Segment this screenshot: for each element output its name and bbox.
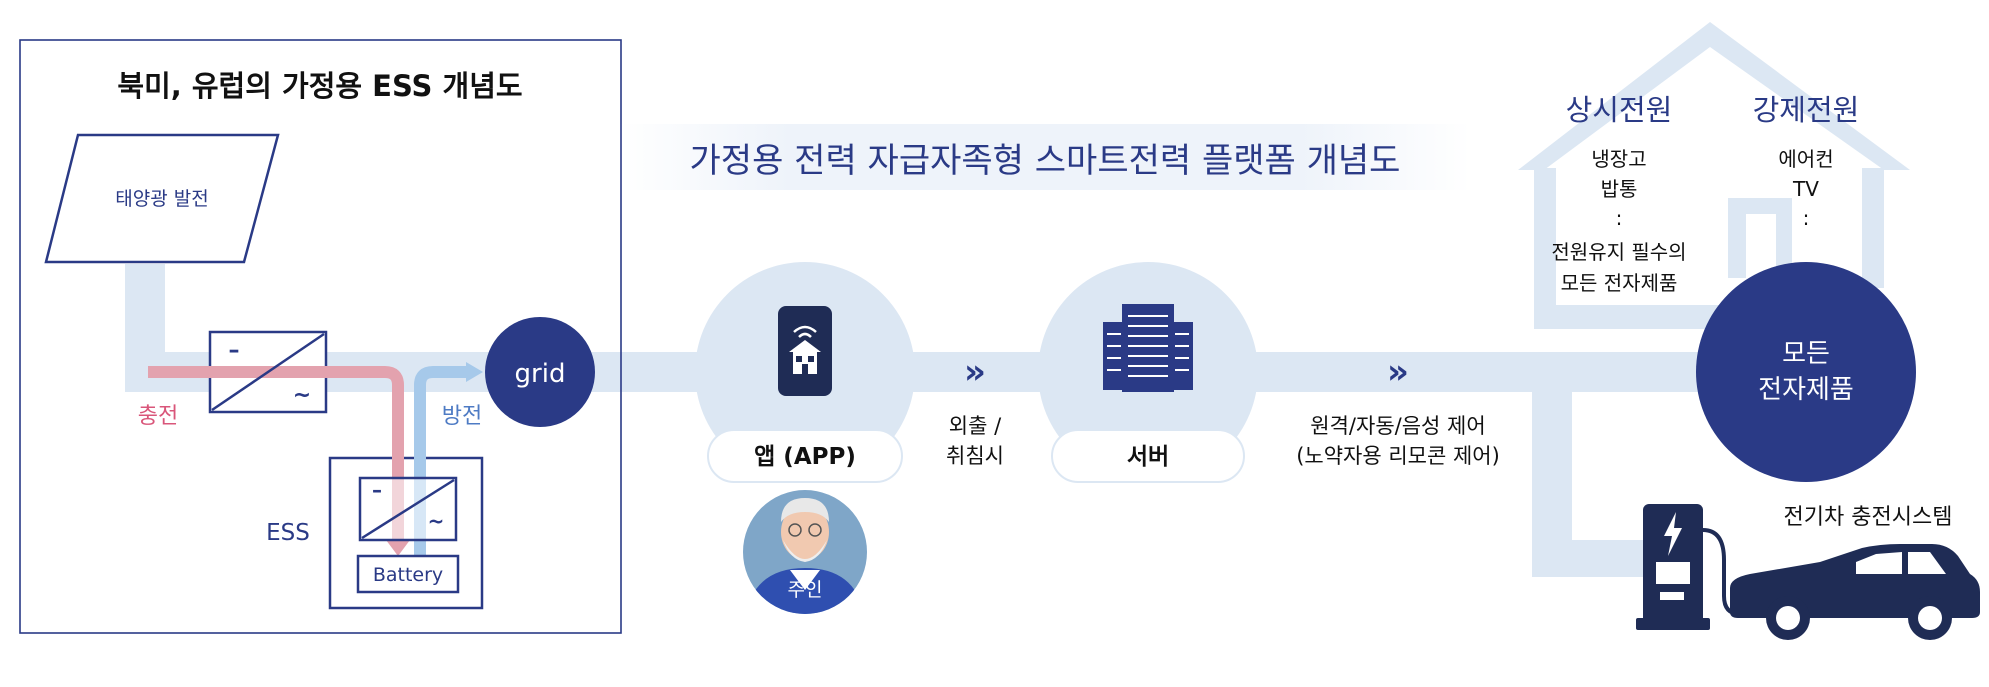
car-icon [1730,544,1980,640]
step1-line1: 외출 / [949,414,1002,438]
ess-label: ESS [266,520,310,546]
app-node: 앱 (APP) [695,262,915,483]
owner-avatar: 주인 [743,490,867,614]
server-label-pill [1051,429,1245,483]
discharge-arrow-path [414,366,470,560]
house-door-right [1776,198,1792,278]
battery-label: Battery [373,564,443,586]
discharge-arrow-head [466,362,483,382]
smartphone-home-icon [778,306,832,396]
house-door-left [1728,198,1746,278]
house-content: 상시전원 냉장고 밥통 : 전원유지 필수의 모든 전자제품 강제전원 에어컨 … [1551,93,1916,482]
step2-line2: (노약자용 리모콘 제어) [1296,444,1500,468]
house-col1-title: 상시전원 [1566,93,1673,127]
house-col1-item: 모든 전자제품 [1561,271,1678,295]
house-left-wall [1534,168,1556,328]
discharge-label: 방전 [442,404,482,429]
solar-panel-shape [44,133,280,264]
server-label: 서버 [1127,444,1169,470]
server-node: 서버 [1038,262,1258,483]
step2-line1: 원격/자동/음성 제어 [1310,414,1485,438]
platform-title-backdrop [620,124,1470,190]
house-col1-item: : [1616,206,1623,230]
house-col1-item: 냉장고 [1591,147,1646,171]
inverter-dc-symbol: – [229,338,240,363]
ev-label: 전기차 충전시스템 [1784,505,1953,530]
house-floor [1534,305,1734,329]
inverter-ac-symbol: ~ [293,383,311,408]
platform-title: 가정용 전력 자급자족형 스마트전력 플랫폼 개념도 [690,141,1401,181]
ev-charging: 전기차 충전시스템 [1636,504,1980,640]
step1-chevron-icon: » [964,352,986,392]
house-col1-item: 밥통 [1601,177,1638,201]
all-appliances-line2: 전자제품 [1758,375,1854,405]
owner-label: 주인 [788,579,823,601]
grid-node [485,317,595,427]
step1-line2: 취침시 [946,444,1004,468]
solar-flow-band [125,264,165,374]
battery-box [356,554,460,594]
charge-arrow-path [148,366,404,540]
ev-charger-icon [1636,504,1752,630]
charge-arrow-head [386,540,410,556]
ess-panel-title: 북미, 유럽의 가정용 ESS 개념도 [117,69,522,103]
app-label: 앱 (APP) [754,444,856,470]
house-roof [1518,22,1910,170]
house-col2-title: 강제전원 [1753,93,1860,127]
ess-converter-diagonal [361,478,455,540]
all-appliances-line1: 모든 [1782,339,1830,369]
ess-panel-border [19,39,622,634]
house-col2-item: : [1803,206,1810,230]
house-col2-item: 에어컨 [1778,147,1833,171]
grid-label: grid [515,359,566,389]
house-right-wall [1862,168,1884,288]
app-label-pill [707,429,903,483]
house-outline [1518,22,1910,329]
inverter-diagonal [211,332,325,412]
solar-label: 태양광 발전 [115,188,208,210]
server-rack-icon [1103,304,1193,392]
step2-chevron-icon: » [1387,352,1409,392]
ess-converter-ac-symbol: ~ [428,509,445,533]
all-appliances-node [1696,262,1916,482]
ess-converter-dc-symbol: – [372,478,382,502]
house-col2-item: TV [1792,177,1819,201]
charge-label: 충전 [138,404,178,429]
house-col1-item: 전원유지 필수의 [1551,240,1686,264]
ess-panel: 북미, 유럽의 가정용 ESS 개념도 태양광 발전 충전 방전 – ~ – ~… [19,39,622,634]
